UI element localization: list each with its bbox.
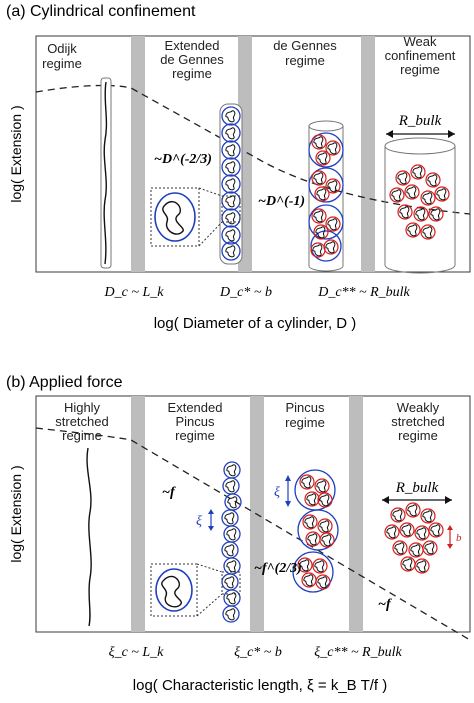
panel-b-stretched-chain [86,447,92,627]
panel-b-xi-label-2: ξ [274,485,280,500]
panel-b-boundary-2: ξ_c* ~ b [234,645,282,660]
panel-a-title: (a) Cylindrical confinement [6,3,196,20]
panel-a-divider-1 [131,36,145,272]
panel-b-extended-pincus-chain [150,461,242,623]
panel-a-boundary-3: D_c** ~ R_bulk [317,285,410,300]
panel-a-extension-curve [35,84,471,215]
panel-b-y-axis-label: log( Extension ) [8,465,24,562]
panel-a-zoom-inset [150,187,200,247]
panel-a-de-gennes-tube [308,120,344,272]
panel-a-boundary-2: D_c* ~ b [219,285,272,300]
panel-b-divider-3 [349,396,363,632]
panel-b-extension-curve [35,427,471,641]
panel-a-y-axis-label: log( Extension ) [8,105,24,202]
panel-b-x-axis-label: log( Characteristic length, ξ = k_B T/f … [133,677,387,694]
panel-b-plot [35,395,471,633]
panel-b-boundary-3: ξ_c** ~ R_bulk [314,645,402,660]
panel-b-b-label: b [456,532,462,544]
panel-a-extended-de-gennes-tube [150,103,243,265]
panel-b-xi-label-1: ξ [196,514,202,529]
panel-b-boundary-1: ξ_c ~ L_k [109,645,165,660]
panel-a-scaling-d-two-thirds: ~D^(-2/3) [154,152,212,167]
panel-a-r-bulk-label: R_bulk [398,113,442,129]
panel-a-divider-3 [361,36,375,272]
panel-b-divider-1 [131,396,145,632]
panel-b-r-bulk-label: R_bulk [395,480,439,496]
panel-a-x-axis-label: log( Diameter of a cylinder, D ) [154,315,357,332]
panel-b-zoom-inset [150,563,198,617]
panel-b-title: (b) Applied force [6,374,123,391]
svg-text:log( Extension ): log( Extension ) [8,105,24,202]
panel-a-odijk-tube [100,77,112,269]
svg-text:log( Extension ): log( Extension ) [8,465,24,562]
panel-a-weak-confinement-tube [384,130,456,274]
panel-a-boundary-1: D_c ~ L_k [104,285,165,300]
panel-a-scaling-d-minus-one: ~D^(-1) [258,194,305,209]
panel-b-pincus-chain [285,469,339,593]
panel-b-scaling-f-two-thirds: ~f^(2/3) [254,561,302,576]
panel-b-scaling-f-2: ~f [378,597,392,612]
panel-b-scaling-f-1: ~f [162,485,176,500]
panel-b-weakly-stretched-coil [382,496,453,574]
